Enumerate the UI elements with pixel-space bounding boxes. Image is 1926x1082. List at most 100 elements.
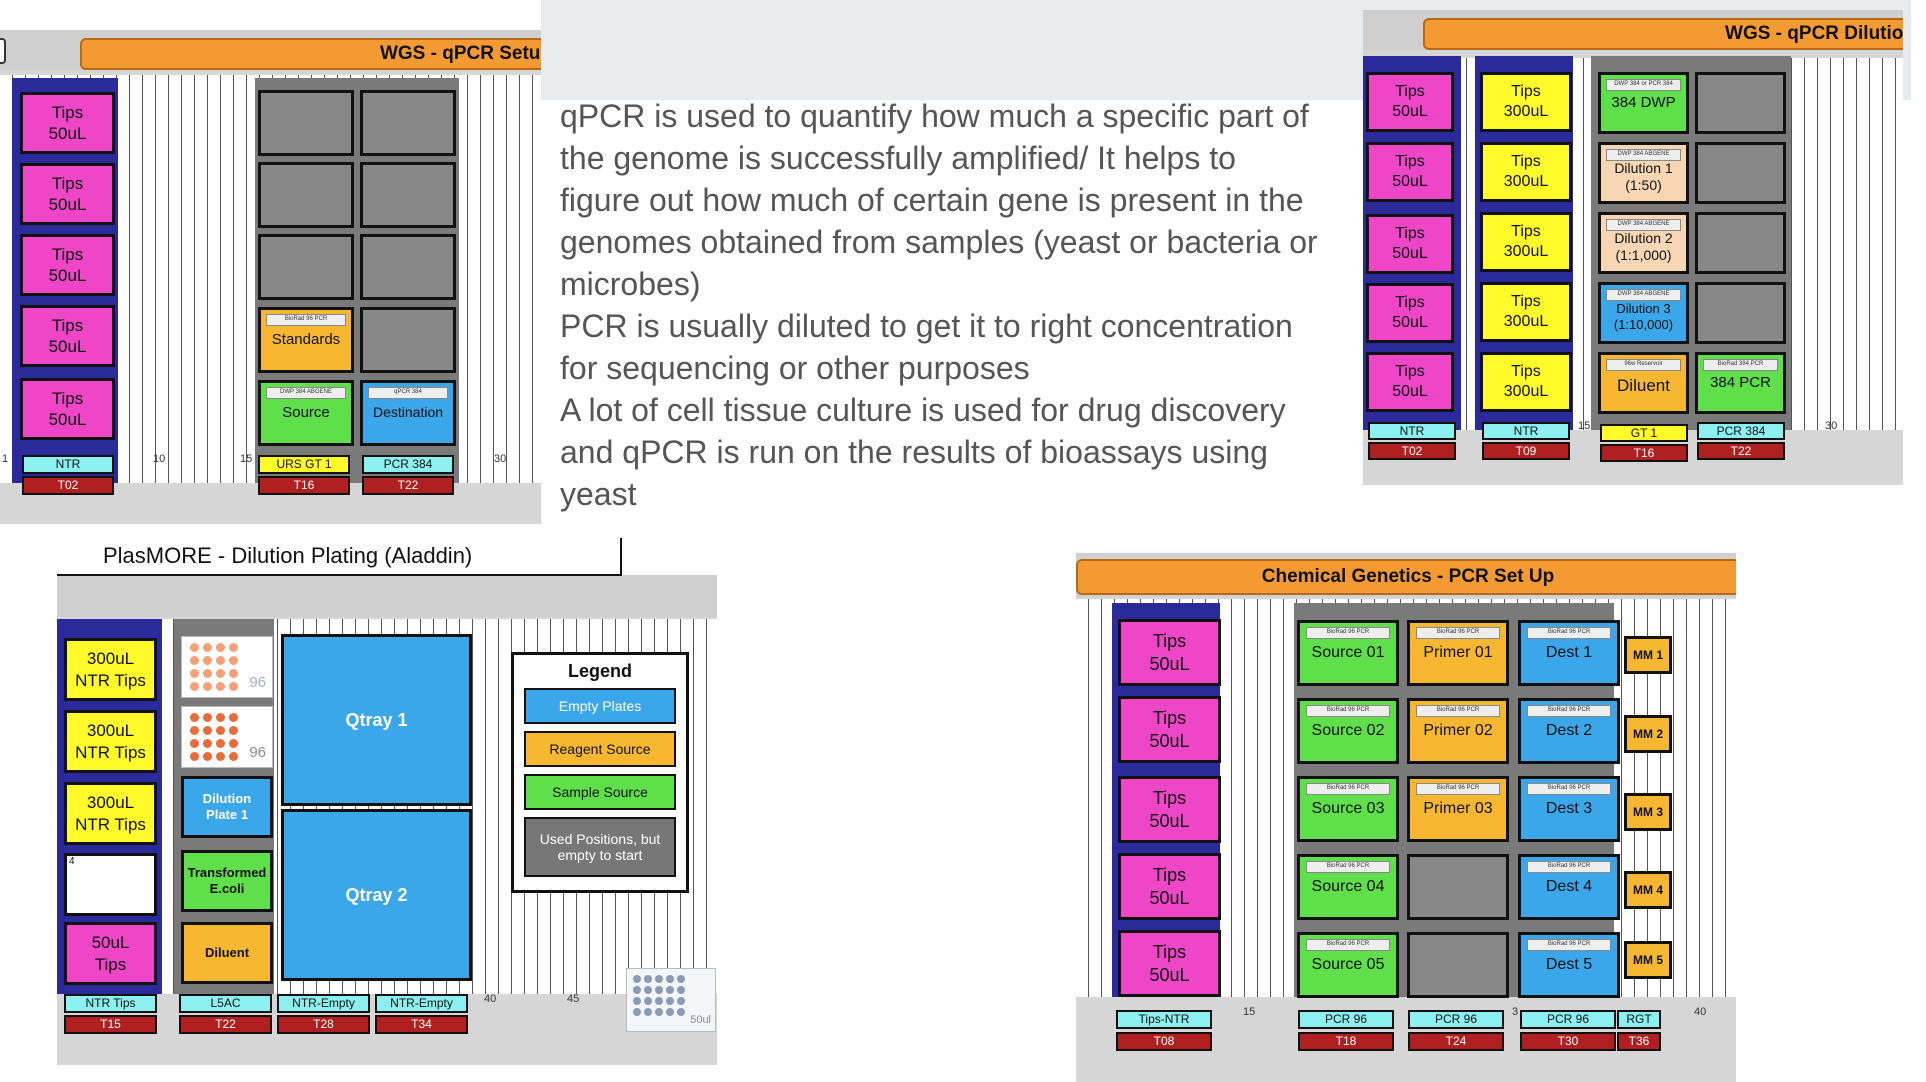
chem-dest-1-label: BioRad 96 PCR <box>1526 627 1612 639</box>
plasmore-tiprack[interactable]: 50ul <box>626 968 716 1032</box>
setup-tips-2[interactable]: Tips 50uL <box>20 163 115 225</box>
chem-mm-3[interactable]: MM 3 <box>1624 793 1672 831</box>
plasmore-empty-slot[interactable]: 4 <box>64 853 157 916</box>
chem-dest-4[interactable]: BioRad 96 PCR Dest 4 <box>1518 854 1620 920</box>
chem-primer-01[interactable]: BioRad 96 PCR Primer 01 <box>1407 620 1509 686</box>
dilution-3-text: Dilution 3 (1:10,000) <box>1613 300 1674 332</box>
dilution-tips300-2[interactable]: Tips 300uL <box>1480 142 1572 202</box>
dilution-tick-30: 30 <box>1825 420 1838 432</box>
chem-source-03-text: Source 03 <box>1311 800 1385 817</box>
chem-dest-3[interactable]: BioRad 96 PCR Dest 3 <box>1518 776 1620 842</box>
dilution-title: WGS - qPCR Dilution <box>1423 18 1903 50</box>
dilution-tips300-4[interactable]: Tips 300uL <box>1480 282 1572 342</box>
plasmore-tips300-3[interactable]: 300uL NTR Tips <box>64 782 157 845</box>
plasmore-tips50[interactable]: 50uL Tips <box>64 922 157 985</box>
chem-title: Chemical Genetics - PCR Set Up <box>1076 559 1736 595</box>
setup-empty-3a[interactable] <box>258 234 354 300</box>
dilution-diluent[interactable]: 96w Reservoir Diluent <box>1598 352 1689 414</box>
plasmore-tick-40: 40 <box>484 993 497 1005</box>
dilution-tips300-1[interactable]: Tips 300uL <box>1480 72 1572 132</box>
plasmore-transformed[interactable]: Transformed E.coli <box>181 850 273 912</box>
chem-mm-5[interactable]: MM 5 <box>1624 941 1672 979</box>
setup-empty-3b[interactable] <box>360 234 456 300</box>
chem-source-05-text: Source 05 <box>1311 956 1385 973</box>
chem-empty-2[interactable] <box>1407 932 1509 998</box>
chem-tips-3[interactable]: Tips 50uL <box>1118 776 1221 843</box>
dilution-tips50-4[interactable]: Tips 50uL <box>1366 283 1454 343</box>
plasmore-plate-96-a-wells <box>190 643 238 691</box>
dilution-empty-1[interactable] <box>1695 72 1786 134</box>
dilution-3[interactable]: DWP 384 ABGENE Dilution 3 (1:10,000) <box>1598 282 1689 344</box>
dilution-tips300-3[interactable]: Tips 300uL <box>1480 212 1572 272</box>
dilution-tips50-3[interactable]: Tips 50uL <box>1366 214 1454 274</box>
chem-source-05[interactable]: BioRad 96 PCR Source 05 <box>1297 932 1399 998</box>
chem-mm-1[interactable]: MM 1 <box>1624 636 1672 674</box>
chem-tips-1[interactable]: Tips 50uL <box>1118 619 1221 686</box>
dilution-384pcr[interactable]: BioRad 384 PCR 384 PCR <box>1695 352 1786 414</box>
chem-dest-3-text: Dest 3 <box>1545 800 1593 817</box>
plasmore-qtray-1[interactable]: Qtray 1 <box>281 634 472 806</box>
chem-empty-1[interactable] <box>1407 854 1509 920</box>
chem-source-01[interactable]: BioRad 96 PCR Source 01 <box>1297 620 1399 686</box>
chem-tick-15: 15 <box>1243 1006 1256 1018</box>
dilution-site-bottom-3: T16 <box>1600 444 1688 462</box>
legend-item-reagent-source: Reagent Source <box>524 731 676 767</box>
chem-dest-2[interactable]: BioRad 96 PCR Dest 2 <box>1518 698 1620 764</box>
chem-dest-5[interactable]: BioRad 96 PCR Dest 5 <box>1518 932 1620 998</box>
dilution-empty-4[interactable] <box>1695 282 1786 344</box>
plasmore-plate-96-b[interactable]: 96 <box>181 706 273 768</box>
setup-tick-1: 1 <box>2 453 9 465</box>
plasmore-plate-96-b-label: 96 <box>249 744 266 762</box>
plasmore-plate-96-a[interactable]: 96 <box>181 636 273 698</box>
chem-tips-4[interactable]: Tips 50uL <box>1118 853 1221 920</box>
setup-tips-3[interactable]: Tips 50uL <box>20 234 115 296</box>
dilution-diluent-text: Diluent <box>1617 376 1670 396</box>
dilution-empty-3[interactable] <box>1695 212 1786 274</box>
dilution-2[interactable]: DWP 384 ABGENE Dilution 2 (1:1,000) <box>1598 212 1689 274</box>
setup-empty-2b[interactable] <box>360 162 456 228</box>
setup-empty-1b[interactable] <box>360 90 456 156</box>
dilution-tips50-2[interactable]: Tips 50uL <box>1366 142 1454 202</box>
setup-source-text: Source <box>282 403 330 421</box>
setup-tips-1[interactable]: Tips 50uL <box>20 92 115 154</box>
setup-empty-1a[interactable] <box>258 90 354 156</box>
dilution-tips50-5[interactable]: Tips 50uL <box>1366 352 1454 412</box>
dilution-384dwp[interactable]: DWP 384 or PCR 384 384 DWP <box>1598 72 1689 134</box>
chem-primer-03[interactable]: BioRad 96 PCR Primer 03 <box>1407 776 1509 842</box>
chem-source-01-text: Source 01 <box>1311 644 1385 661</box>
chem-source-02[interactable]: BioRad 96 PCR Source 02 <box>1297 698 1399 764</box>
chem-source-04-label: BioRad 96 PCR <box>1305 861 1391 873</box>
dilution-empty-2[interactable] <box>1695 142 1786 204</box>
chem-source-04[interactable]: BioRad 96 PCR Source 04 <box>1297 854 1399 920</box>
plasmore-qtray-2[interactable]: Qtray 2 <box>281 809 472 981</box>
setup-site-top-1: NTR <box>22 455 114 474</box>
chem-dest-1[interactable]: BioRad 96 PCR Dest 1 <box>1518 620 1620 686</box>
chem-primer-01-label: BioRad 96 PCR <box>1415 627 1501 639</box>
chem-dest-4-text: Dest 4 <box>1545 878 1593 895</box>
dilution-1[interactable]: DWP 384 ABGENE Dilution 1 (1:50) <box>1598 142 1689 204</box>
setup-left-edge <box>0 38 6 64</box>
chem-site-top-1: Tips-NTR <box>1116 1010 1212 1029</box>
setup-tips-4[interactable]: Tips 50uL <box>20 305 115 367</box>
chem-source-03[interactable]: BioRad 96 PCR Source 03 <box>1297 776 1399 842</box>
setup-empty-4b[interactable] <box>360 307 456 373</box>
setup-destination[interactable]: qPCR 384 Destination <box>360 380 456 446</box>
setup-empty-2a[interactable] <box>258 162 354 228</box>
legend-item-empty-plates: Empty Plates <box>524 688 676 724</box>
chem-mm-4[interactable]: MM 4 <box>1624 871 1672 909</box>
setup-source[interactable]: DWP 384 ABGENE Source <box>258 380 354 446</box>
setup-tips-5[interactable]: Tips 50uL <box>20 378 115 440</box>
chem-tips-5[interactable]: Tips 50uL <box>1118 930 1221 997</box>
chem-primer-02[interactable]: BioRad 96 PCR Primer 02 <box>1407 698 1509 764</box>
plasmore-diluent[interactable]: Diluent <box>181 922 273 984</box>
setup-standards[interactable]: BioRad 96 PCR Standards <box>258 307 354 373</box>
chem-tips-2[interactable]: Tips 50uL <box>1118 696 1221 763</box>
plasmore-tips300-1[interactable]: 300uL NTR Tips <box>64 638 157 701</box>
plasmore-dilution-plate[interactable]: Dilution Plate 1 <box>181 776 273 838</box>
plasmore-tips300-2[interactable]: 300uL NTR Tips <box>64 710 157 773</box>
chem-mm-2[interactable]: MM 2 <box>1624 715 1672 753</box>
dilution-tips300-5[interactable]: Tips 300uL <box>1480 352 1572 412</box>
dilution-tips50-1[interactable]: Tips 50uL <box>1366 72 1454 132</box>
chem-dest-5-label: BioRad 96 PCR <box>1526 939 1612 951</box>
setup-site-top-3: PCR 384 <box>362 455 454 474</box>
